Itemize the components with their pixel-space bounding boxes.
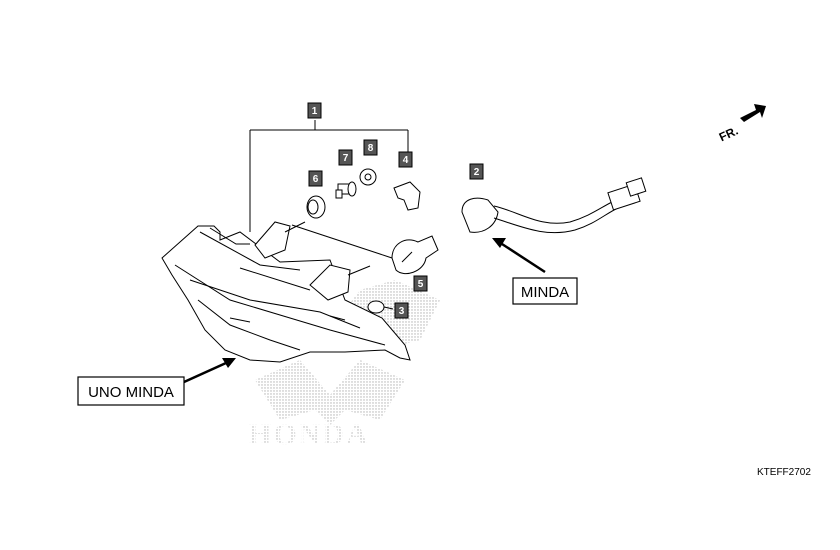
front-indicator-label: FR. [717,124,740,145]
svg-text:7: 7 [343,153,349,164]
bulb-part [291,224,439,274]
part-tag-1: 1 [307,102,322,119]
part-tag-8: 8 [363,139,378,156]
svg-text:6: 6 [313,174,319,185]
svg-text:MINDA: MINDA [521,284,569,301]
part-tag-6: 6 [308,170,323,187]
taillight-assembly [161,221,411,363]
socket-harness-part [461,177,647,234]
part-tag-4: 4 [398,151,413,168]
part-tag-2: 2 [469,163,484,180]
front-arrow-icon [740,104,766,122]
nut-part [359,168,377,186]
watermark-text: HONDA [248,418,370,451]
svg-text:8: 8 [368,143,374,154]
grommet-part [306,195,326,219]
clip-part [393,181,421,211]
screw-part [367,300,394,314]
part-tag-7: 7 [338,149,353,166]
item-1-bracket [249,120,409,232]
collar-part [335,181,357,199]
svg-text:4: 4 [403,155,409,166]
svg-text:1: 1 [312,106,318,117]
svg-text:5: 5 [418,279,424,290]
part-tag-3: 3 [394,302,409,319]
svg-text:UNO MINDA: UNO MINDA [88,384,174,401]
callout-uno-minda: UNO MINDA [77,358,236,406]
svg-text:3: 3 [399,306,405,317]
diagram-code: KTEFF2702 [757,467,811,478]
part-tag-5: 5 [413,275,428,292]
front-direction-indicator: FR. [717,104,766,144]
svg-text:2: 2 [474,167,480,178]
callout-minda: MINDA [492,238,578,305]
